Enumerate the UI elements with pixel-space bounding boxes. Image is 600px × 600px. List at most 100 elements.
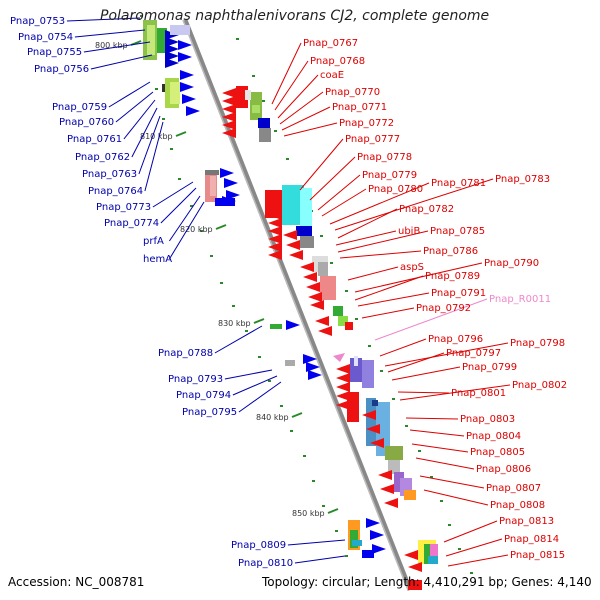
reverse-gene-label: Pnap_0786	[423, 246, 478, 257]
reverse-gene-leader	[335, 230, 397, 246]
forward-gene-leader	[138, 115, 161, 175]
reverse-gene-leader	[321, 188, 367, 217]
scale-dot	[312, 480, 315, 482]
forward-gene-leader	[74, 29, 146, 38]
forward-gene-leader	[83, 41, 151, 53]
gene-block	[345, 322, 353, 330]
page-title: Polaromonas naphthalenivorans CJ2, compl…	[100, 8, 490, 24]
reverse-gene-label: Pnap_0798	[510, 338, 565, 349]
scale-dot	[458, 548, 461, 550]
gene-block	[252, 105, 260, 113]
reverse-gene-label: Pnap_0781	[431, 178, 486, 189]
reverse-gene-leader	[419, 475, 485, 489]
scale-dot	[274, 130, 277, 132]
reverse-gene-label: Pnap_0770	[325, 87, 380, 98]
scale-dot	[290, 430, 293, 432]
reverse-gene-leader	[339, 250, 422, 259]
forward-gene-leader	[238, 381, 282, 413]
gene-arrow-reverse	[336, 400, 350, 410]
gene-arrow-reverse	[222, 120, 236, 130]
forward-gene-leader	[115, 91, 154, 123]
reverse-gene-label: Pnap_0799	[462, 362, 517, 373]
reverse-gene-leader	[281, 106, 331, 131]
gene-arrow-forward	[220, 168, 234, 178]
gene-arrow-forward	[165, 37, 179, 47]
gene-arrow-forward	[178, 52, 192, 62]
forward-gene-leader	[214, 325, 263, 354]
gene-block	[428, 556, 438, 564]
gene-block	[338, 316, 348, 326]
forward-gene-label: Pnap_0754	[18, 32, 73, 43]
gene-block	[347, 392, 359, 422]
gene-arrow-forward	[186, 106, 200, 116]
reverse-gene-leader	[299, 138, 344, 191]
gene-block	[352, 540, 362, 546]
reverse-gene-leader	[384, 342, 509, 367]
gene-arrow-reverse	[384, 498, 398, 508]
reverse-gene-label: Pnap_0808	[490, 500, 545, 511]
gene-block	[408, 580, 422, 590]
reverse-gene-label: Pnap_0782	[399, 204, 454, 215]
forward-gene-label: Pnap_0794	[176, 390, 231, 401]
reverse-gene-leader	[387, 352, 445, 373]
gene-arrow-reverse	[222, 128, 236, 138]
gene-arrow-reverse	[336, 391, 350, 401]
gene-block	[372, 400, 378, 406]
gene-arrow-reverse	[286, 240, 300, 250]
gene-block	[162, 84, 165, 92]
scale-dot	[210, 255, 213, 257]
reverse-gene-label: aspS	[400, 262, 424, 273]
gene-block	[424, 544, 432, 564]
gene-arrow-forward	[226, 190, 240, 200]
gene-block	[205, 170, 219, 175]
gene-arrow-forward	[165, 51, 179, 61]
gene-block	[282, 185, 304, 225]
gene-arrow-reverse	[366, 424, 380, 434]
gene-block	[258, 118, 270, 128]
scale-dot	[448, 524, 451, 526]
reverse-gene-leader	[274, 60, 309, 111]
reverse-gene-label: Pnap_0805	[470, 447, 525, 458]
reverse-gene-leader	[347, 266, 399, 281]
forward-gene-label: Pnap_0762	[75, 152, 130, 163]
gene-arrow-reverse	[336, 364, 350, 374]
scale-dot	[245, 330, 248, 332]
scale-dot	[430, 476, 433, 478]
forward-gene-leader	[131, 107, 158, 158]
reverse-gene-label: Pnap_0778	[357, 152, 412, 163]
gene-block	[245, 90, 251, 100]
reverse-gene-label: Pnap_0783	[495, 174, 550, 185]
reverse-gene-leader	[361, 307, 415, 319]
gene-arrow-reverse	[289, 250, 303, 260]
gene-arrow-forward	[180, 70, 194, 80]
gene-arrow-forward	[178, 40, 192, 50]
reverse-gene-leader	[277, 74, 319, 119]
gene-block	[350, 358, 362, 382]
gene-arrow-reverse	[408, 562, 422, 572]
accession-text: Accession: NC_008781	[8, 575, 145, 589]
gene-arrow-reverse	[362, 410, 376, 420]
forward-gene-label: hemA	[143, 254, 172, 265]
forward-gene-label: Pnap_0759	[52, 102, 107, 113]
forward-gene-label: Pnap_0810	[238, 558, 293, 569]
reverse-gene-label: Pnap_0779	[362, 170, 417, 181]
gene-block	[296, 226, 312, 236]
gene-arrow-reverse	[222, 112, 236, 122]
scale-dot	[232, 305, 235, 307]
gene-block	[147, 25, 155, 55]
scale-dot	[380, 370, 383, 372]
reverse-gene-leader	[397, 391, 450, 394]
forward-gene-leader	[294, 555, 346, 564]
forward-gene-leader	[144, 121, 164, 192]
gene-arrow-forward	[182, 94, 196, 104]
scale-tick-mark	[327, 508, 339, 514]
reverse-gene-label: Pnap_0806	[476, 464, 531, 475]
rna-gene-label: Pnap_R0011	[489, 294, 551, 305]
forward-gene-leader	[168, 201, 205, 260]
gene-arrow-forward	[224, 178, 238, 188]
scale-dot	[162, 118, 165, 120]
reverse-gene-label: Pnap_0790	[484, 258, 539, 269]
gene-block	[333, 306, 343, 316]
gene-block	[320, 276, 336, 300]
scale-dot	[220, 282, 223, 284]
